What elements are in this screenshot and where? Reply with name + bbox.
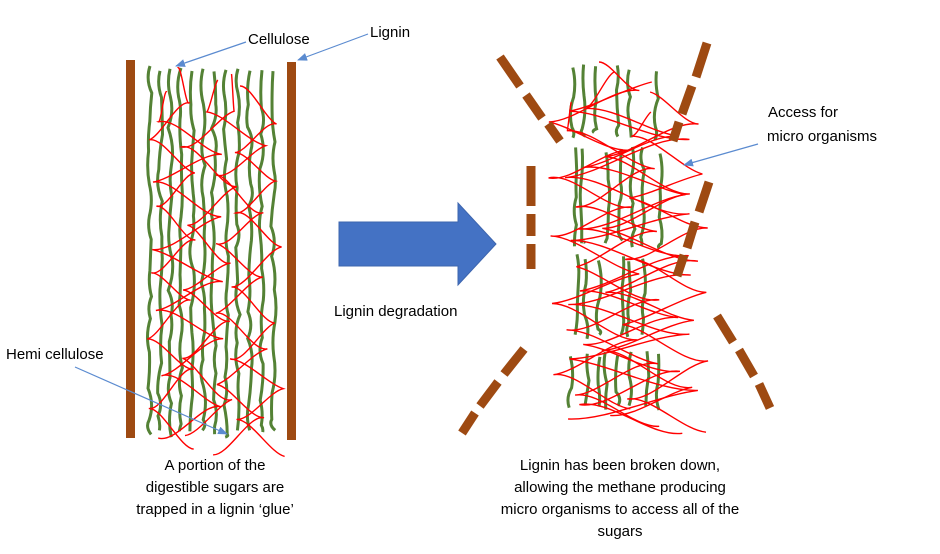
lignin-label: Lignin bbox=[370, 24, 411, 41]
lignin-fragment bbox=[496, 54, 524, 89]
lignin-pointer bbox=[297, 33, 369, 61]
lignin-fragments bbox=[458, 41, 775, 436]
right-caption-line: sugars bbox=[597, 523, 643, 540]
lignin-fragment bbox=[682, 220, 700, 250]
cellulose-strand bbox=[616, 148, 624, 242]
cellulose-strand bbox=[614, 65, 621, 138]
cellulose-strand bbox=[594, 260, 603, 336]
right-caption-line: micro organisms to access all of the bbox=[500, 501, 740, 518]
hemicellulose-strands-degraded bbox=[548, 61, 709, 435]
cellulose-strand bbox=[614, 355, 622, 407]
cellulose-pointer bbox=[175, 41, 247, 67]
cellulose-strand bbox=[568, 67, 577, 139]
hemicellulose-strand bbox=[565, 81, 698, 420]
lignin-fragment bbox=[754, 382, 775, 410]
lignin-fragment bbox=[677, 84, 697, 116]
process-arrow bbox=[338, 201, 497, 287]
cellulose-strand bbox=[234, 68, 242, 431]
cellulose-strand bbox=[245, 70, 254, 431]
hemicellulose-strand bbox=[229, 85, 286, 458]
lignin-fragment bbox=[672, 253, 689, 278]
cellulose-strand bbox=[199, 68, 207, 432]
hemicellulose-label: Hemi cellulose bbox=[6, 346, 104, 363]
left-caption-line: digestible sugars are bbox=[145, 479, 285, 496]
cellulose-strand bbox=[626, 69, 633, 138]
lignin-fragment bbox=[476, 379, 502, 409]
right-caption: Lignin has been broken down, allowing th… bbox=[470, 455, 770, 543]
lignin-fragment bbox=[458, 410, 479, 436]
cellulose-strand bbox=[166, 68, 175, 438]
left-caption: A portion of the digestible sugars are t… bbox=[120, 455, 310, 521]
hemicellulose-strand bbox=[601, 91, 699, 417]
access-pointer bbox=[683, 143, 759, 167]
access-label-line2: micro organisms bbox=[767, 128, 878, 145]
cellulose-strand bbox=[566, 356, 575, 409]
cellulose-strand bbox=[602, 351, 609, 410]
cellulose-strand bbox=[146, 65, 154, 436]
hemicellulose-strand bbox=[146, 67, 196, 450]
hemicellulose-pointer bbox=[74, 366, 228, 435]
cellulose-strand bbox=[583, 353, 591, 406]
hemicellulose-strand bbox=[548, 61, 640, 410]
lignin-wall-right bbox=[287, 62, 296, 440]
cellulose-strand bbox=[156, 70, 165, 431]
cellulose-label: Cellulose bbox=[248, 31, 310, 48]
lignin-fragment bbox=[668, 120, 684, 143]
hemicellulose-strand bbox=[152, 91, 224, 440]
cellulose-strand bbox=[221, 69, 230, 439]
lignin-fragment bbox=[522, 92, 546, 121]
cellulose-strand bbox=[603, 152, 612, 244]
right-caption-line: allowing the methane producing bbox=[514, 479, 726, 496]
cellulose-strand bbox=[652, 71, 660, 141]
access-label-line1: Access for bbox=[768, 104, 839, 121]
right-caption-line: Lignin has been broken down, bbox=[519, 457, 721, 474]
cellulose-strand bbox=[656, 153, 664, 249]
label-pointers bbox=[74, 33, 759, 435]
cellulose-strand bbox=[640, 258, 648, 335]
hemicellulose-strand bbox=[622, 111, 709, 433]
lignin-wall-left bbox=[126, 60, 135, 438]
lignin-fragment bbox=[500, 346, 528, 377]
lignin-fragment bbox=[544, 121, 564, 144]
cellulose-strand bbox=[628, 146, 637, 248]
process-label: Lignin degradation bbox=[334, 303, 458, 320]
cellulose-strand bbox=[639, 146, 646, 247]
lignin-fragment bbox=[713, 313, 737, 345]
cellulose-strand bbox=[579, 64, 587, 138]
left-caption-line: A portion of the bbox=[164, 457, 266, 474]
cellulose-strand bbox=[176, 67, 184, 432]
hemicellulose-strands-intact bbox=[146, 67, 286, 458]
lignin-fragment bbox=[694, 180, 714, 214]
hemicellulose-strand bbox=[178, 73, 238, 437]
cellulose-strand bbox=[188, 70, 196, 432]
degraded-fiber-structure bbox=[458, 41, 775, 436]
cellulose-strand bbox=[257, 70, 266, 433]
lignin-fragment bbox=[691, 41, 712, 79]
hemicellulose-strand bbox=[566, 101, 660, 428]
lignin-fragment bbox=[735, 347, 758, 379]
cellulose-strand bbox=[209, 71, 218, 435]
hemicellulose-strand bbox=[205, 79, 269, 456]
intact-fiber-structure bbox=[126, 60, 296, 458]
left-caption-line: trapped in a lignin ‘glue’ bbox=[136, 501, 294, 518]
